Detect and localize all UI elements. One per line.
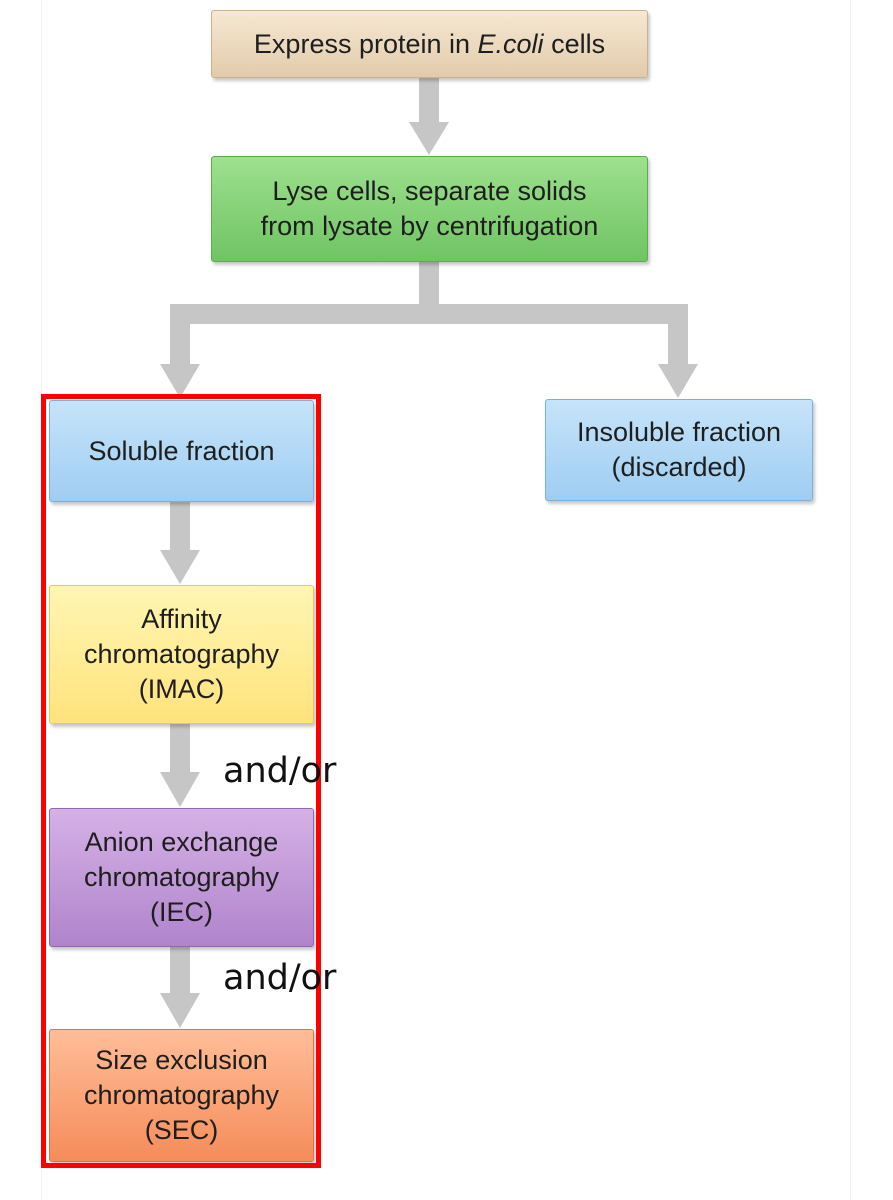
step-size-exclusion-chromatography: Size exclusion chromatography (SEC) — [49, 1029, 314, 1162]
step-lyse-cells: Lyse cells, separate solids from lysate … — [211, 156, 648, 262]
step-affinity-line2: chromatography — [83, 639, 280, 669]
step-express-prefix: Express protein in — [253, 28, 478, 59]
step-express-protein: Express protein in E.coli cells — [211, 10, 648, 78]
step-express-organism: E.coli — [477, 28, 544, 59]
step-size-line1: Size exclusion — [95, 1045, 268, 1075]
step-anion-line1: Anion exchange — [84, 827, 279, 857]
purification-highlight-frame — [41, 394, 321, 1168]
arrow-affinity-to-anion-head — [160, 772, 200, 807]
split-right-head — [658, 364, 698, 398]
step-affinity-line3: (IMAC) — [138, 674, 225, 704]
arrow-express-to-lyse-head — [409, 122, 449, 155]
step-anion-line2: chromatography — [83, 862, 280, 892]
arrow-soluble-to-affinity-head — [160, 550, 200, 584]
step-soluble-label: Soluble fraction — [88, 435, 275, 466]
arrow-anion-to-size-head — [160, 993, 200, 1028]
and-or-label-2: and/or — [223, 958, 337, 998]
step-insoluble-line2: (discarded) — [611, 452, 747, 482]
split-stem — [419, 262, 439, 307]
split-bar — [170, 304, 688, 324]
arrow-affinity-to-anion-shaft — [170, 724, 190, 774]
step-size-line3: (SEC) — [144, 1115, 219, 1145]
arrow-soluble-to-affinity-shaft — [170, 502, 190, 552]
step-lyse-line1: Lyse cells, separate solids — [272, 176, 587, 206]
step-anion-exchange-chromatography: Anion exchange chromatography (IEC) — [49, 808, 314, 947]
step-affinity-line1: Affinity — [141, 604, 222, 634]
step-express-suffix: cells — [543, 28, 606, 59]
arrow-express-to-lyse-shaft — [419, 78, 439, 123]
split-left-drop — [170, 304, 190, 366]
split-right-drop — [668, 304, 688, 366]
split-left-head — [160, 364, 200, 398]
step-affinity-chromatography: Affinity chromatography (IMAC) — [49, 585, 314, 724]
page-edge-right — [850, 0, 851, 1200]
and-or-label-1: and/or — [223, 751, 337, 791]
step-soluble-fraction: Soluble fraction — [49, 400, 314, 502]
step-insoluble-fraction: Insoluble fraction (discarded) — [545, 399, 813, 501]
arrow-anion-to-size-shaft — [170, 947, 190, 995]
step-anion-line3: (IEC) — [149, 897, 213, 927]
step-express-label: Express protein in E.coli cells — [254, 27, 605, 62]
step-lyse-line2: from lysate by centrifugation — [260, 211, 599, 241]
step-insoluble-line1: Insoluble fraction — [576, 417, 782, 447]
step-size-line2: chromatography — [83, 1080, 280, 1110]
